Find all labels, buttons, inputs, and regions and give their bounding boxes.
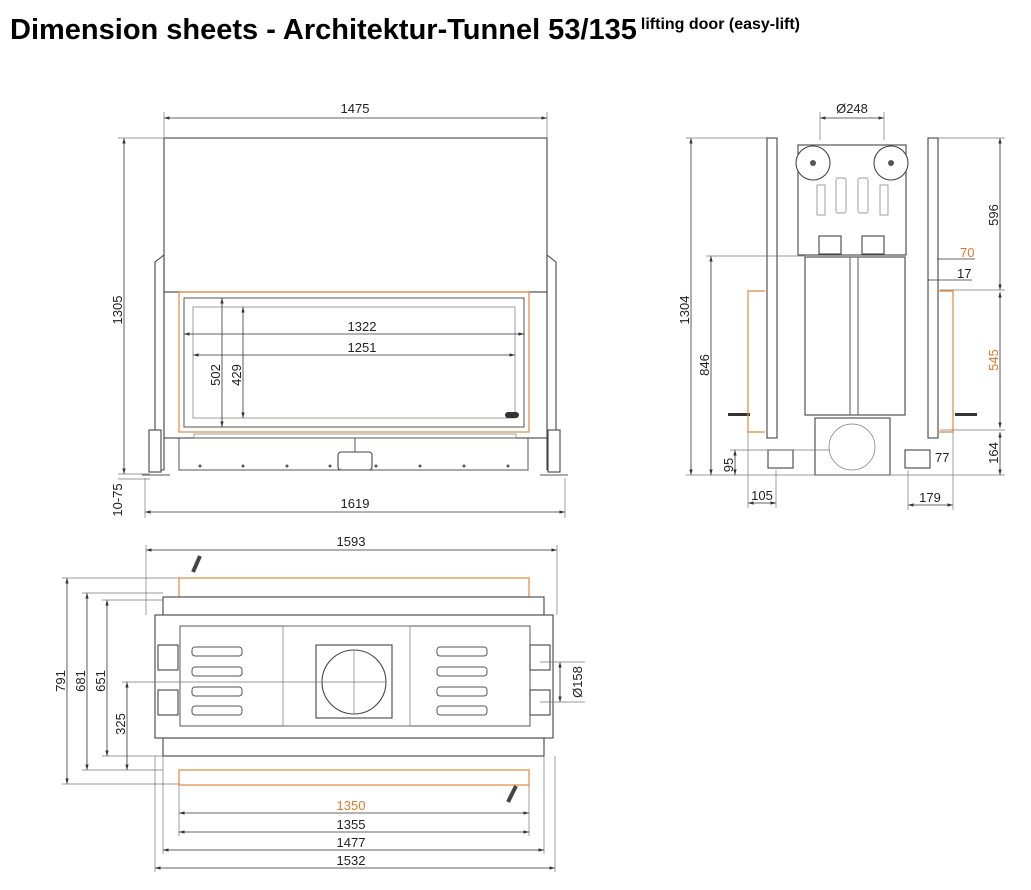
dim-77: 77 [935,450,949,465]
title-text: Dimension sheets - Architektur-Tunnel 53… [10,14,637,46]
dim-70: 70 [960,245,974,260]
spring-right [861,235,885,255]
door-bracket-right [937,290,954,433]
dim-429: 429 [229,364,244,386]
hood [163,137,548,293]
dim-1532: 1532 [337,853,366,868]
post-right [927,137,939,439]
dim-325: 325 [113,713,128,735]
dim-1355: 1355 [337,817,366,832]
dim-1619: 1619 [341,496,370,511]
vent-slots-left [191,646,243,716]
dim-846: 846 [697,354,712,376]
firebox-body [804,256,906,416]
dim-596: 596 [986,204,1001,226]
base-bolts [198,464,510,468]
front-view: 1475 1322 1251 502 429 1305 10-75 1619 [110,101,568,518]
page-title: Dimension sheets - Architektur-Tunnel 53… [10,14,800,47]
foot-right-side [904,449,931,469]
handle-rear [191,555,202,573]
dim-651: 651 [93,670,108,692]
corner-mechanisms [157,644,551,716]
feet [142,429,568,476]
air-box [814,417,891,476]
door-frame [178,291,530,433]
subtitle-text: lifting door (easy-lift) [640,16,800,33]
top-view: 1593 791 681 651 325 Ø158 1350 1355 1477… [53,534,585,872]
side-view: Ø248 1304 846 596 545 164 70 17 95 77 10… [677,101,1005,510]
dim-1304: 1304 [677,296,692,325]
glass-outer [183,297,525,428]
vent-slots-right [436,646,488,716]
dim-502: 502 [208,364,223,386]
handle-left [728,413,750,416]
dim-1251: 1251 [348,340,377,355]
dim-179: 179 [919,490,941,505]
dim-791: 791 [53,670,68,692]
dim-10-75: 10-75 [110,483,125,516]
front-frame [162,737,545,757]
dim-164: 164 [986,442,1001,464]
spring-left [818,235,842,255]
dim-681: 681 [73,670,88,692]
front-door-outline [178,769,530,786]
dim-1322: 1322 [348,319,377,334]
foot-left-side [767,449,794,469]
door-handle [505,412,519,418]
handle-right [955,413,977,416]
foot-left [148,429,162,473]
center-panel [282,625,411,727]
dim-1350: 1350 [337,798,366,813]
door-bracket-left [747,290,765,433]
rear-frame [162,596,545,616]
dim-17: 17 [957,266,971,281]
firebox-frame [163,291,548,439]
post-left [766,137,778,439]
dim-d248: Ø248 [836,101,868,116]
dim-d158: Ø158 [570,666,585,698]
dim-95: 95 [721,458,736,472]
air-duct [828,423,876,471]
dim-545: 545 [986,349,1001,371]
dim-105: 105 [751,488,773,503]
dim-1475: 1475 [341,101,370,116]
dim-1593: 1593 [337,534,366,549]
dim-1305: 1305 [110,296,125,325]
foot-right [547,429,561,473]
air-inlet [337,451,373,471]
rear-door-outline [178,577,530,598]
glass-inner [192,306,516,419]
dim-1477: 1477 [337,835,366,850]
handle-front [506,785,518,803]
